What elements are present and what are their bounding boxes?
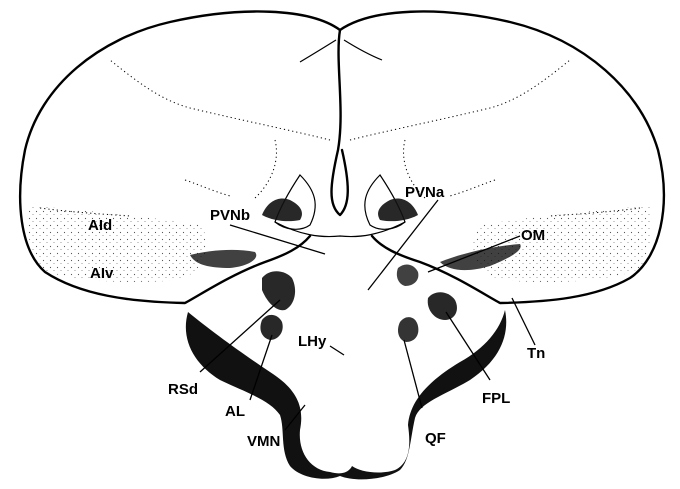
ventral-brainstem-block [186,310,506,479]
fpl-patch [428,292,457,320]
label-om: OM [521,227,545,244]
label-fpl: FPL [482,390,510,407]
label-lhy: LHy [298,333,327,350]
label-vmn: VMN [247,433,280,450]
label-pvna: PVNa [405,184,445,201]
left-cortex-stipple [28,205,207,282]
qf-leader [404,340,422,408]
lhy-leader [330,346,344,355]
right-inner-contour [350,60,570,140]
midline-fissure [332,30,348,215]
label-aiv: AIv [90,265,114,282]
pvnb-bundle [262,199,302,222]
label-tn: Tn [527,345,545,362]
pvnb-leader [230,225,325,254]
tn-leader [512,298,535,345]
label-qf: QF [425,430,446,447]
tn-patch [397,265,419,286]
label-aid: AId [88,217,112,234]
label-al: AL [225,403,245,420]
label-pvnb: PVNb [210,207,250,224]
pvna-bundle [378,199,418,222]
label-rsd: RSd [168,381,198,398]
left-inner-contour [110,60,330,140]
qf-patch [398,317,418,342]
rsd-patch [262,271,295,310]
